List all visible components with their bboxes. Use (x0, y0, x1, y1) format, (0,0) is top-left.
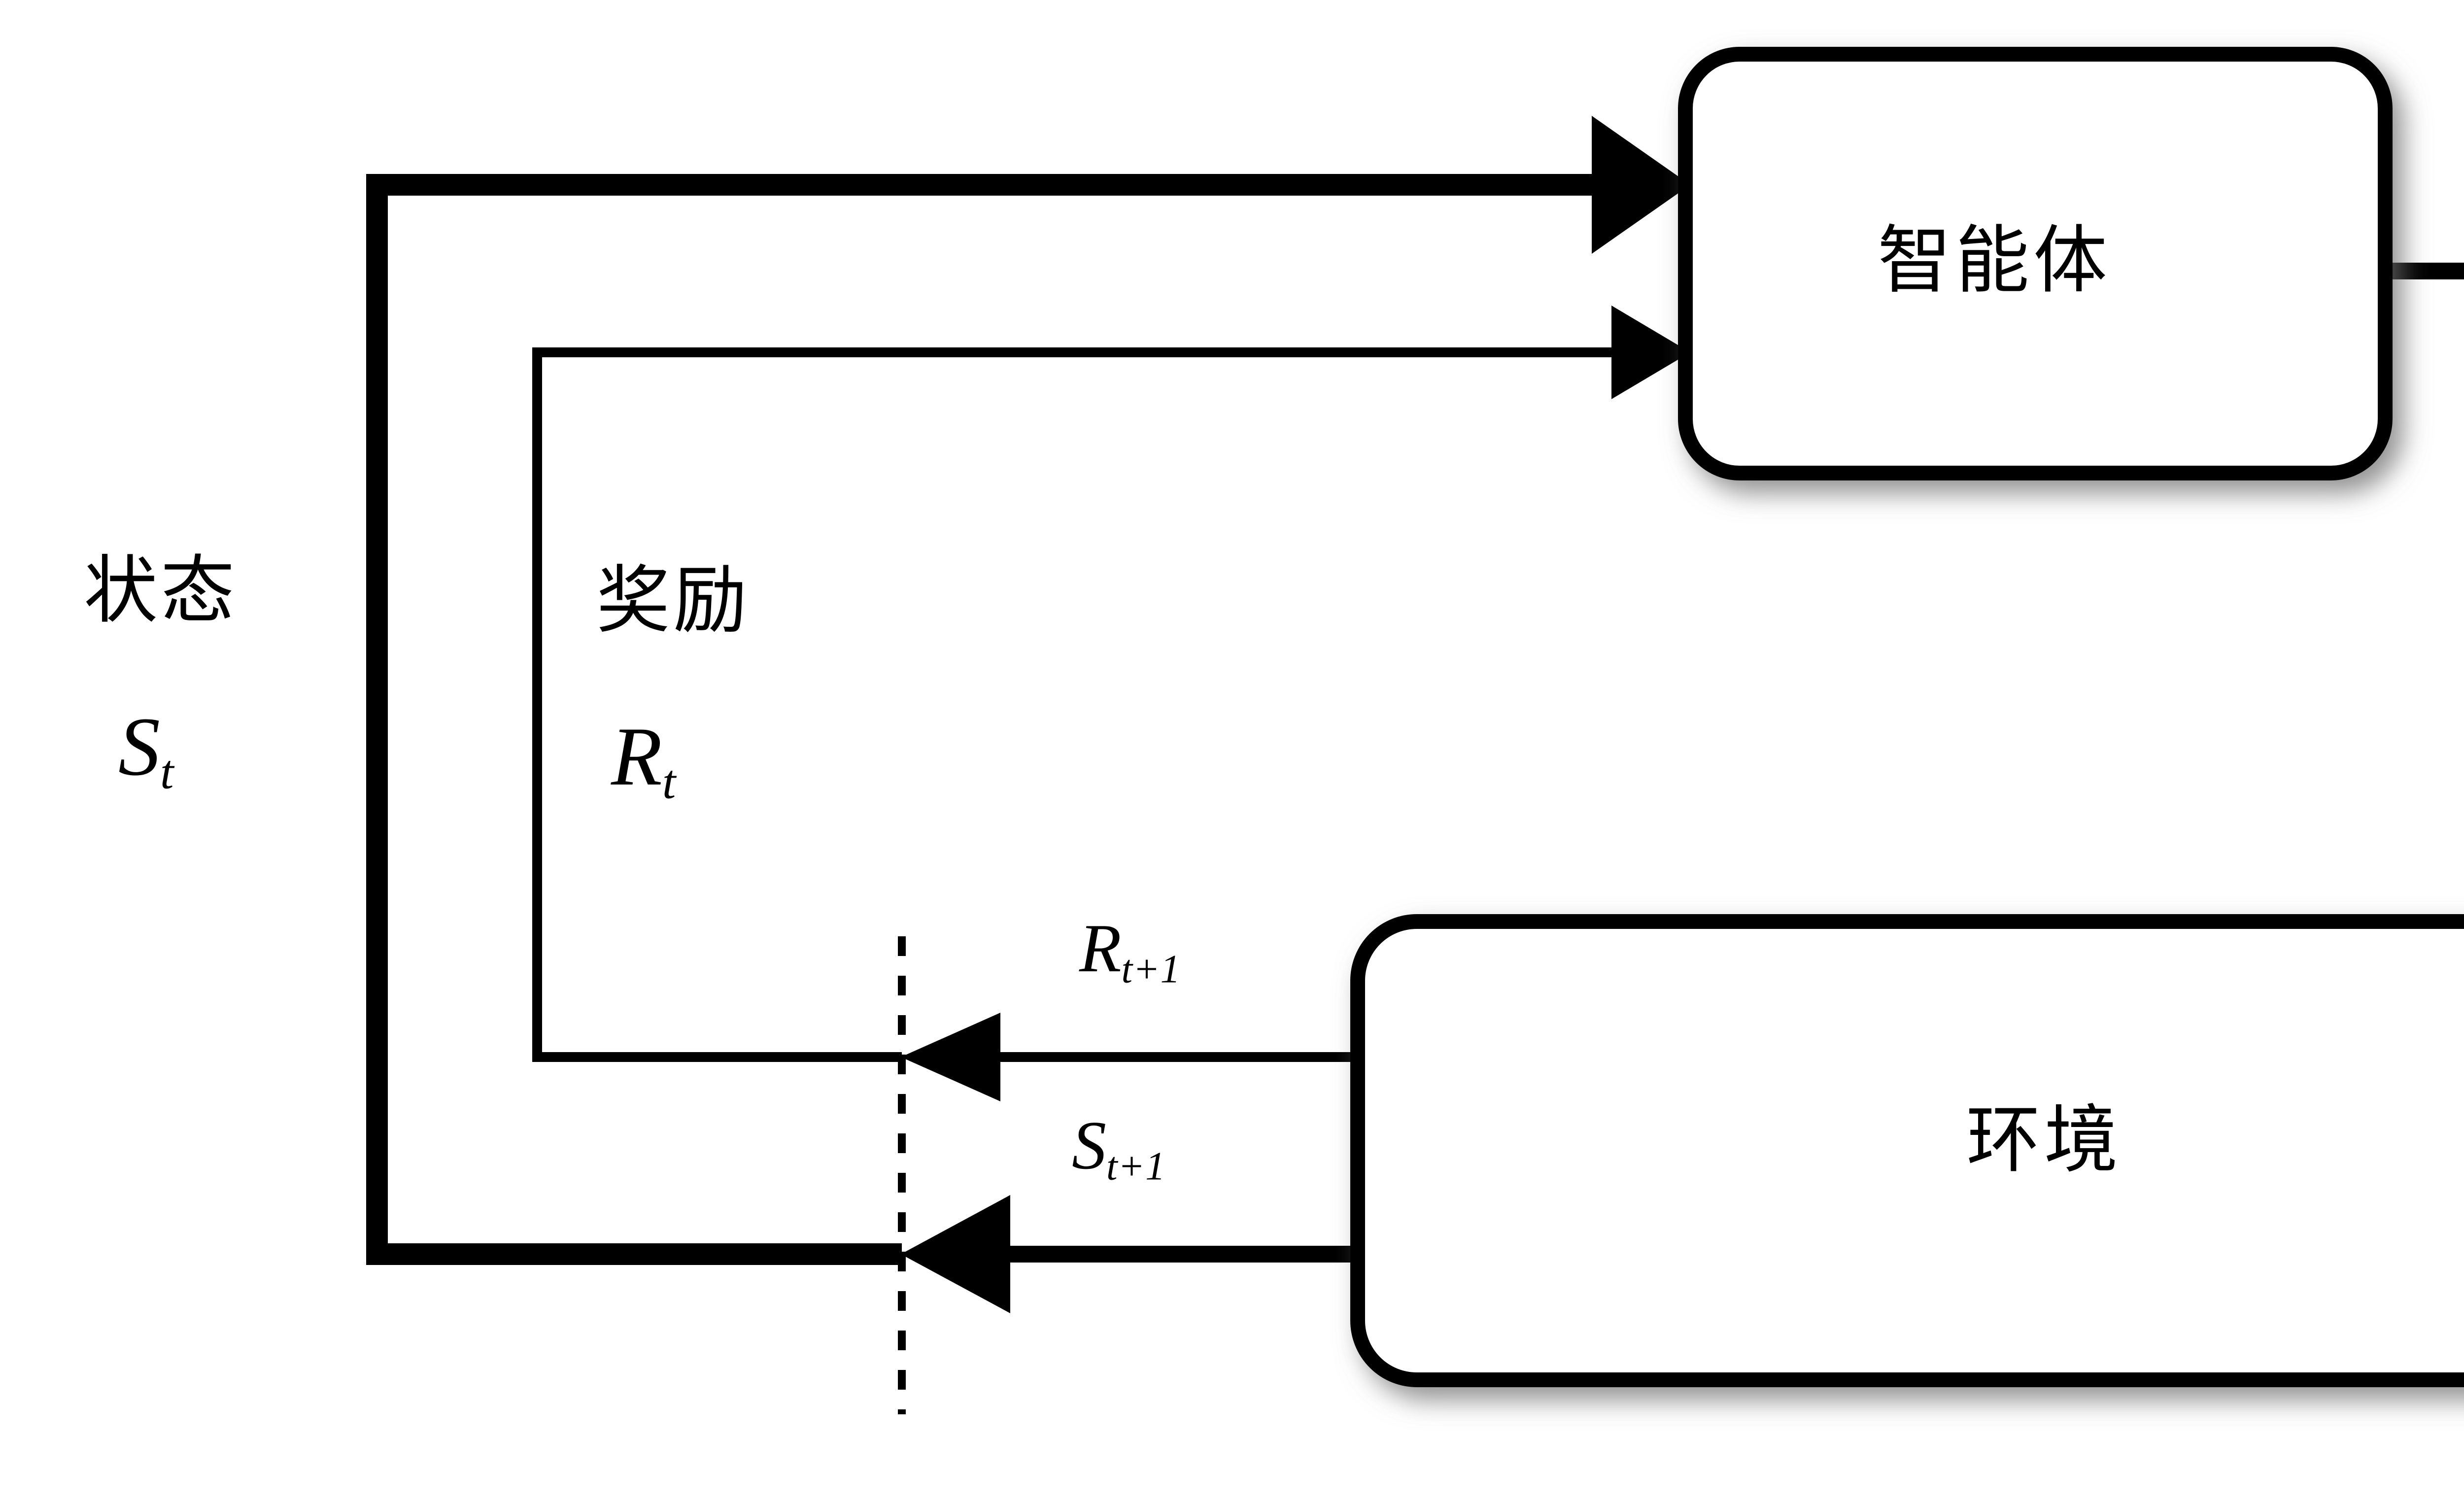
agent-box[interactable] (1678, 47, 2393, 480)
reward-next-symbol-label: Rt+1 (1079, 914, 1181, 990)
reward-symbol-subscript: t (662, 755, 677, 809)
state-edge-word-label: 状态 (84, 550, 238, 632)
edge-reward-next (901, 1013, 1358, 1101)
state-edge-symbol-label: St (118, 705, 174, 797)
reward-edge-symbol-label: Rt (611, 715, 676, 807)
edge-state-to-agent (366, 116, 1690, 1265)
edge-state-next (901, 1195, 1358, 1313)
edge-reward-to-agent (532, 306, 1690, 1062)
state-next-symbol-base: S (1072, 1107, 1106, 1184)
reward-symbol-base: R (611, 710, 662, 803)
environment-box-label: 环境 (1966, 1100, 2122, 1182)
state-symbol-subscript: t (160, 745, 174, 799)
state-next-symbol-subscript: t+1 (1106, 1144, 1166, 1189)
agent-box-label: 智能体 (1878, 220, 2112, 302)
state-symbol-base: S (118, 700, 160, 793)
state-next-symbol-label: St+1 (1072, 1111, 1165, 1187)
environment-box[interactable] (1350, 914, 2464, 1387)
reward-next-symbol-base: R (1079, 910, 1122, 987)
reward-edge-word-label: 奖励 (596, 560, 751, 642)
reward-next-symbol-subscript: t+1 (1121, 947, 1181, 991)
